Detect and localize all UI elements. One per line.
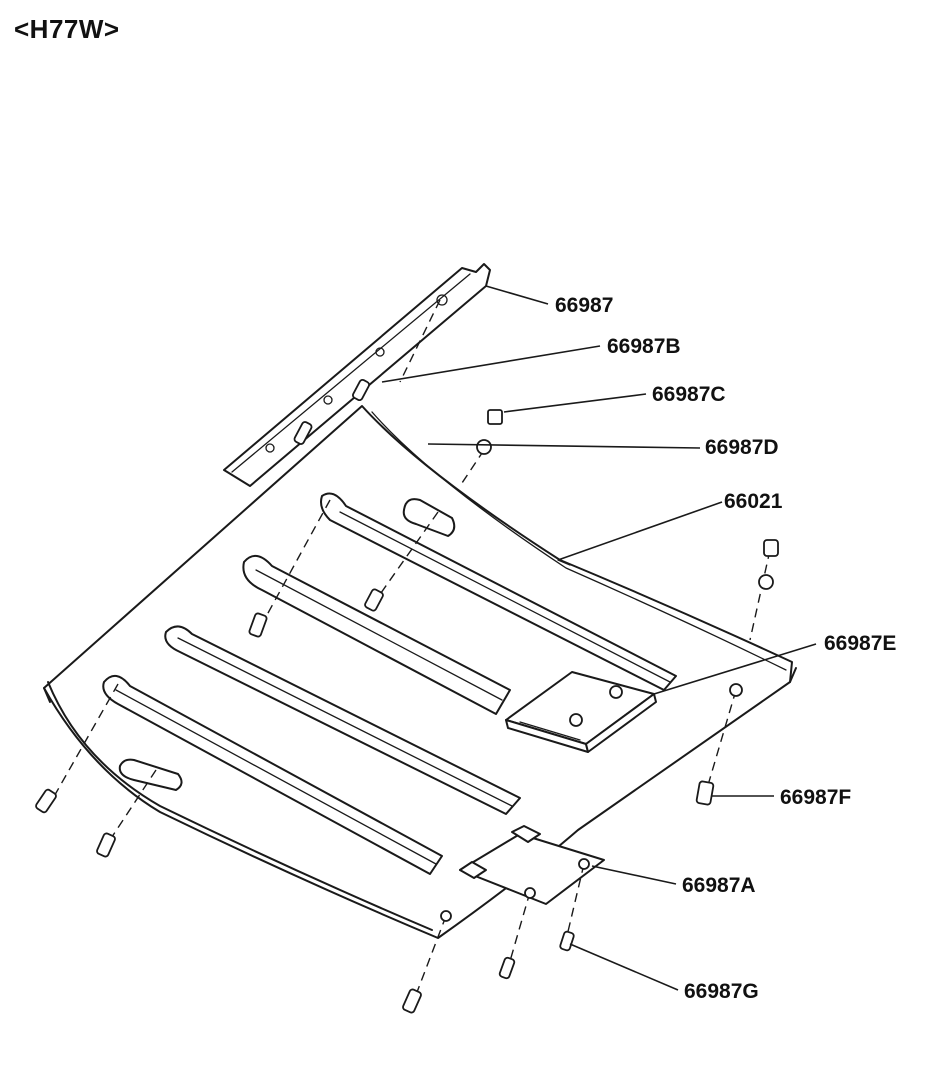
callout-66987D: 66987D (705, 436, 779, 459)
callout-66987F: 66987F (780, 786, 852, 809)
pad-rear (402, 498, 456, 537)
strip-3 (164, 625, 521, 815)
bracket-66987A (459, 825, 605, 905)
rail-66987 (223, 263, 491, 487)
pad-front (118, 758, 183, 791)
callout-66987C: 66987C (652, 383, 726, 406)
diagram-title: <H77W> (14, 14, 120, 44)
callout-66987B: 66987B (607, 335, 681, 358)
callout-66021: 66021 (724, 490, 783, 513)
callout-66987: 66987 (555, 294, 614, 317)
strip-1 (320, 492, 677, 691)
fastener-group (35, 378, 779, 1014)
callout-66987G: 66987G (684, 980, 759, 1003)
callout-66987E: 66987E (824, 632, 897, 655)
leader-lines (381, 285, 817, 991)
callout-66987A: 66987A (682, 874, 756, 897)
strip-2 (242, 555, 511, 715)
strip-4 (102, 675, 443, 875)
